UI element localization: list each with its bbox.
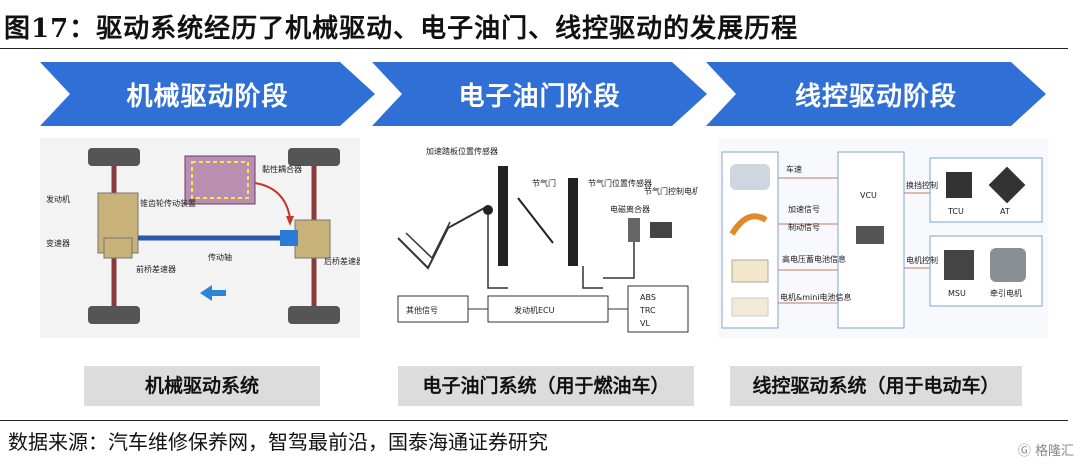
throttle-label: 节气门 <box>532 178 556 188</box>
clutch-label: 电磁离合器 <box>610 204 650 214</box>
wire-illustration: 车速 加速信号 制动信号 高电压蓄电池信息 电机&mini电池信息 VCU 换挡… <box>718 138 1048 338</box>
at-label: AT <box>1000 207 1010 216</box>
drivetrain-illustration: 发动机 变速器 锥齿轮传动装置 黏性耦合器 传动轴 前桥差速器 后桥差速器 <box>40 138 360 338</box>
chevron-shape <box>706 62 1046 126</box>
top-rule <box>0 48 1068 49</box>
msu-label: MSU <box>948 289 966 298</box>
motor-info-label: 电机&mini电池信息 <box>780 292 852 302</box>
gearbox-label: 变速器 <box>46 238 70 248</box>
stage-label: 机械驱动阶段 <box>126 82 289 112</box>
bottom-rule <box>0 420 1068 421</box>
watermark-text: 格隆汇 <box>1034 444 1074 459</box>
chevron-shape <box>40 62 375 126</box>
trc-label: TRC <box>639 306 656 315</box>
accel-label: 加速信号 <box>788 204 820 214</box>
speed-label: 车速 <box>786 164 802 174</box>
front-diff-label: 前桥差速器 <box>136 264 176 274</box>
chevron-shape <box>372 62 707 126</box>
watermark-logo-icon: Ⓖ <box>1017 444 1031 459</box>
shift-label: 换挡控制 <box>906 180 938 190</box>
stage-banner-wire: 线控驱动阶段 <box>706 62 1046 126</box>
caption-throttle: 电子油门系统（用于燃油车） <box>398 366 694 406</box>
wire-diagram: 车速 加速信号 制动信号 高电压蓄电池信息 电机&mini电池信息 VCU 换挡… <box>718 138 1048 338</box>
caption-text: 机械驱动系统 <box>144 375 259 397</box>
rear-diff-label: 后桥差速器 <box>324 256 360 266</box>
traction-label: 牵引电机 <box>990 288 1022 298</box>
throttle-sensor-label: 节气门位置传感器 <box>588 178 652 188</box>
throttle-illustration: 加速踏板位置传感器 节气门 节气门位置传感器 电磁离合器 节气门控制电机 其他信… <box>388 138 698 338</box>
watermark: Ⓖ 格隆汇 <box>1018 440 1074 459</box>
motor-label: 节气门控制电机 <box>644 186 698 196</box>
caption-text: 线控驱动系统（用于电动车） <box>752 375 1000 397</box>
vl-label: VL <box>640 319 650 328</box>
stage-label: 线控驱动阶段 <box>794 82 957 112</box>
data-source: 数据来源：汽车维修保养网，智驾最前沿，国泰海通证券研究 <box>8 430 548 454</box>
stage-banner-throttle: 电子油门阶段 <box>372 62 707 126</box>
throttle-diagram: 加速踏板位置传感器 节气门 节气门位置传感器 电磁离合器 节气门控制电机 其他信… <box>388 138 698 338</box>
stage-label: 电子油门阶段 <box>458 82 621 112</box>
abs-label: ABS <box>640 293 656 302</box>
tcu-label: TCU <box>947 207 964 216</box>
caption-wire: 线控驱动系统（用于电动车） <box>730 366 1022 406</box>
hv-label: 高电压蓄电池信息 <box>782 254 846 264</box>
stage-banner-mechanical: 机械驱动阶段 <box>40 62 375 126</box>
motor-ctrl-label: 电机控制 <box>906 255 938 265</box>
brake-label: 制动信号 <box>788 222 820 232</box>
vcu-label: VCU <box>860 191 877 200</box>
bevel-gear-label: 锥齿轮传动装置 <box>140 198 196 208</box>
coupling-label: 黏性耦合器 <box>262 164 302 174</box>
ecu-label: 发动机ECU <box>514 305 555 315</box>
caption-text: 电子油门系统（用于燃油车） <box>422 375 670 397</box>
other-signal-label: 其他信号 <box>406 305 438 315</box>
caption-mechanical: 机械驱动系统 <box>84 366 320 406</box>
pedal-sensor-label: 加速踏板位置传感器 <box>426 146 498 156</box>
engine-label: 发动机 <box>46 194 70 204</box>
figure-title: 图17：驱动系统经历了机械驱动、电子油门、线控驱动的发展历程 <box>4 14 799 44</box>
mechanical-diagram: 发动机 变速器 锥齿轮传动装置 黏性耦合器 传动轴 前桥差速器 后桥差速器 <box>40 138 360 338</box>
shaft-label: 传动轴 <box>208 252 232 262</box>
